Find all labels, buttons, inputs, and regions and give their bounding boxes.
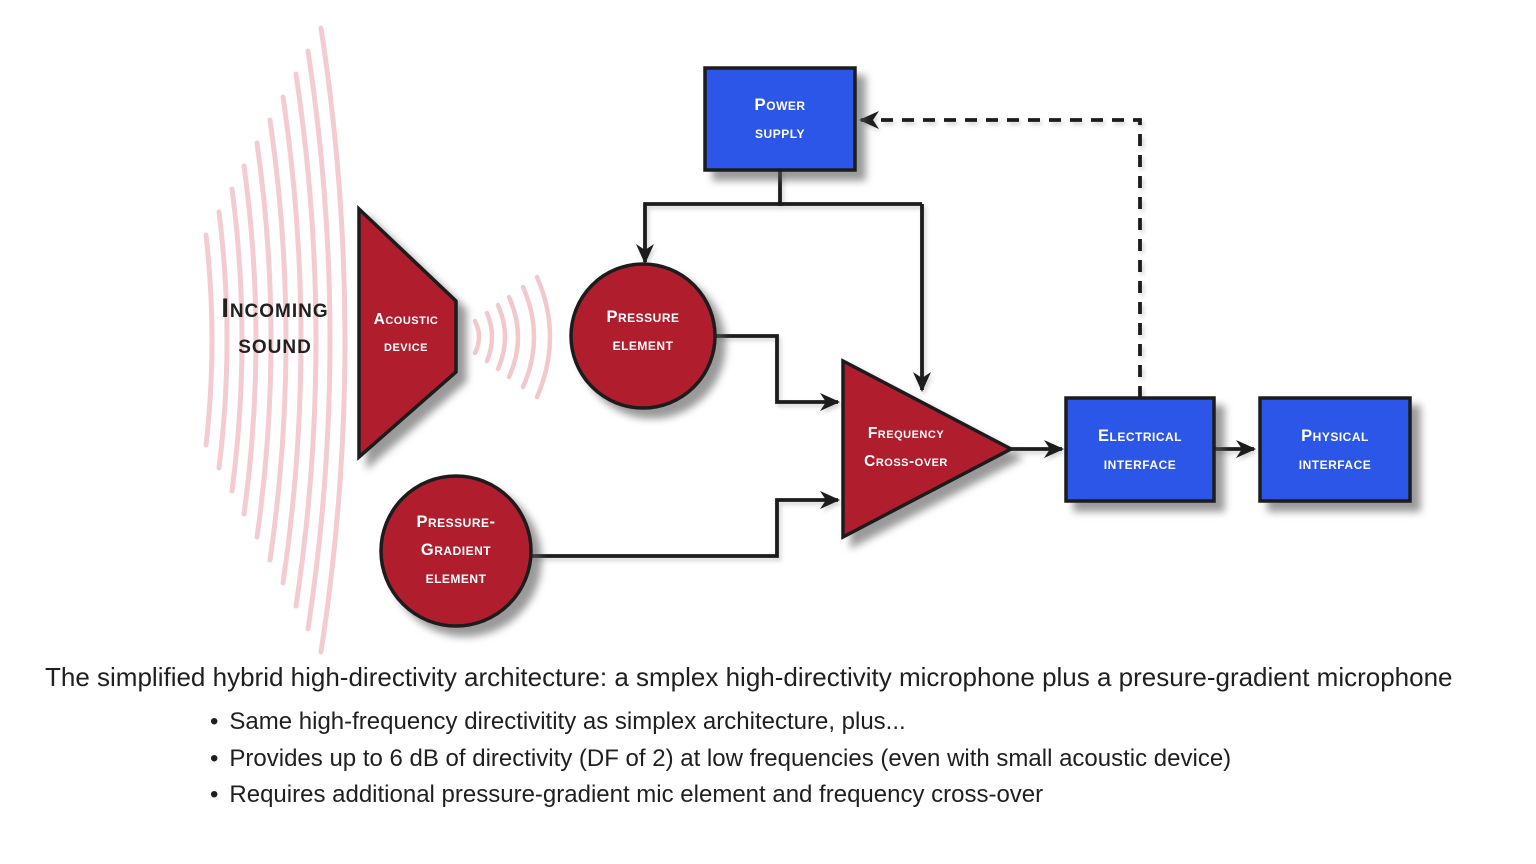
pressure-element-line1: Pressure — [606, 308, 680, 326]
bullet-list: • Same high-frequency directivitity as s… — [210, 704, 1430, 814]
bullet-text: Requires additional pressure-gradient mi… — [229, 781, 1044, 808]
list-item: • Same high-frequency directivitity as s… — [210, 704, 1430, 741]
acoustic-device-shape — [357, 204, 458, 461]
power-supply-line1: Power — [754, 95, 806, 114]
bullet-marker-icon: • — [210, 781, 219, 808]
frequency-crossover-triangle — [841, 358, 1015, 540]
pressure-element-label: Pressure element — [571, 303, 715, 359]
physical-interface-line1: Physical — [1301, 426, 1369, 445]
signal-connectors — [531, 111, 1256, 558]
physical-interface-line2: interface — [1298, 454, 1372, 473]
incoming-sound-line1: Incoming — [221, 293, 329, 323]
frequency-crossover-line2: Cross-over — [864, 453, 948, 470]
power-supply-label: Power supply — [705, 68, 855, 170]
frequency-crossover-label: Frequency Cross-over — [840, 420, 972, 476]
incoming-sound-label: Incoming sound — [160, 290, 390, 362]
acoustic-device-line2: device — [384, 338, 428, 355]
pressure-gradient-line3: element — [425, 569, 487, 587]
pressure-element-circle — [569, 262, 717, 410]
incoming-sound-line2: sound — [238, 329, 312, 359]
pressure-element-to-crossover-arrow — [716, 334, 840, 411]
architecture-diagram — [203, 25, 1412, 655]
electrical-interface-label: Electrical interface — [1066, 398, 1214, 501]
acoustic-device-label: Acoustic device — [353, 306, 459, 360]
acoustic-device-line1: Acoustic — [373, 311, 439, 328]
physical-interface-label: Physical interface — [1260, 398, 1410, 501]
pressure-gradient-line2: Gradient — [420, 541, 492, 559]
list-item: • Requires additional pressure-gradient … — [210, 777, 1430, 814]
electrical-interface-line2: interface — [1103, 454, 1177, 473]
power-supply-line2: supply — [755, 123, 805, 142]
bullet-text: Same high-frequency directivitity as sim… — [229, 708, 906, 735]
electrical-interface-box — [1064, 396, 1216, 503]
bullet-marker-icon: • — [210, 708, 219, 735]
list-item: • Provides up to 6 dB of directivity (DF… — [210, 741, 1430, 778]
figure-caption: The simplified hybrid high-directivity a… — [45, 662, 1453, 692]
electrical-to-power-dashed-arrow — [859, 111, 1142, 398]
power-to-pressure-element-arrow — [636, 202, 922, 264]
power-supply-box — [703, 66, 857, 172]
bullet-marker-icon: • — [210, 744, 219, 772]
pressure-gradient-line1: Pressure- — [416, 513, 496, 531]
pressure-element-line2: element — [612, 336, 674, 354]
emitted-sound-waves-icon — [472, 274, 553, 400]
pressure-gradient-element-circle — [379, 474, 533, 628]
gradient-element-to-crossover-arrow — [531, 491, 840, 558]
physical-interface-box — [1258, 396, 1412, 503]
pressure-gradient-element-label: Pressure- Gradient element — [381, 508, 531, 592]
incoming-sound-waves-icon — [203, 25, 348, 655]
bullet-text: Provides up to 6 dB of directivity (DF o… — [229, 744, 1232, 772]
electrical-interface-line1: Electrical — [1098, 426, 1182, 445]
frequency-crossover-line1: Frequency — [867, 425, 945, 442]
